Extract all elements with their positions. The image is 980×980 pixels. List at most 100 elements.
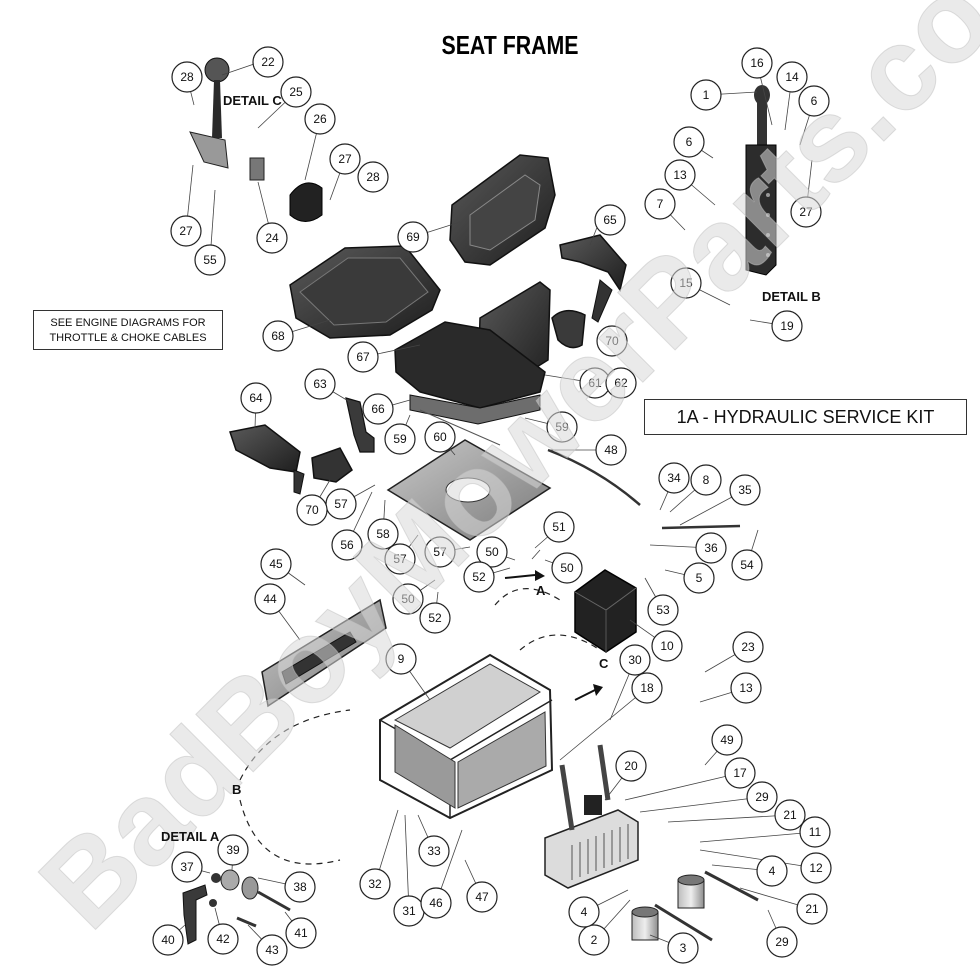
- view-letter-a: A: [536, 583, 546, 598]
- callout-70: 70: [596, 325, 628, 357]
- callout-15: 15: [670, 267, 702, 299]
- callout-25: 25: [280, 76, 312, 108]
- callout-number: 20: [624, 759, 638, 773]
- arrow-c: [574, 684, 603, 701]
- callout-number: 70: [605, 334, 619, 348]
- callout-17: 17: [724, 757, 756, 789]
- seat-cushion-part: [289, 245, 441, 339]
- callout-68: 68: [262, 320, 294, 352]
- callout-number: 49: [720, 733, 734, 747]
- cable-parts: [547, 448, 741, 530]
- callout-number: 23: [741, 640, 755, 654]
- callout-66: 66: [362, 393, 394, 425]
- callout-56: 56: [331, 529, 363, 561]
- callout-number: 5: [696, 571, 703, 585]
- callout-number: 2: [591, 933, 598, 947]
- callout-number: 28: [366, 170, 380, 184]
- callout-38: 38: [284, 871, 316, 903]
- engine-note: SEE ENGINE DIAGRAMS FOR THROTTLE & CHOKE…: [33, 310, 223, 350]
- callout-29: 29: [746, 781, 778, 813]
- callout-number: 7: [657, 197, 664, 211]
- callout-number: 31: [402, 904, 416, 918]
- callout-36: 36: [695, 532, 727, 564]
- callout-33: 33: [418, 835, 450, 867]
- callout-57: 57: [325, 488, 357, 520]
- main-frame-part: [379, 653, 554, 820]
- callout-number: 66: [371, 402, 385, 416]
- callout-59: 59: [384, 423, 416, 455]
- callout-52: 52: [463, 561, 495, 593]
- callout-30: 30: [619, 644, 651, 676]
- callout-number: 57: [433, 545, 447, 559]
- callout-number: 58: [376, 527, 390, 541]
- callout-number: 59: [555, 420, 569, 434]
- callout-34: 34: [658, 462, 690, 494]
- callout-number: 29: [755, 790, 769, 804]
- callout-number: 35: [738, 483, 752, 497]
- adjust-lever-part: [345, 397, 375, 453]
- callout-number: 45: [269, 557, 283, 571]
- callout-number: 61: [588, 376, 602, 390]
- callout-number: 15: [679, 276, 693, 290]
- callout-number: 43: [265, 943, 279, 957]
- callout-52: 52: [419, 602, 451, 634]
- callout-57: 57: [384, 543, 416, 575]
- callout-5: 5: [683, 562, 715, 594]
- watermark-text: BadBoyMowerParts.com: [15, 0, 980, 953]
- callout-number: 27: [799, 205, 813, 219]
- callout-49: 49: [711, 724, 743, 756]
- callout-44: 44: [254, 583, 286, 615]
- callout-53: 53: [647, 594, 679, 626]
- callout-number: 60: [433, 430, 447, 444]
- seat-back-part: [449, 154, 556, 266]
- callout-69: 69: [397, 221, 429, 253]
- callout-number: 3: [680, 941, 687, 955]
- callout-63: 63: [304, 368, 336, 400]
- callout-16: 16: [741, 47, 773, 79]
- callout-number: 10: [660, 639, 674, 653]
- callout-number: 42: [216, 932, 230, 946]
- view-letter-b: B: [232, 782, 242, 797]
- callout-10: 10: [651, 630, 683, 662]
- callout-62: 62: [605, 367, 637, 399]
- callout-number: 1: [703, 88, 710, 102]
- callout-number: 21: [805, 902, 819, 916]
- callout-32: 32: [359, 868, 391, 900]
- page-title: SEAT FRAME: [441, 30, 579, 60]
- callout-55: 55: [194, 244, 226, 276]
- callout-number: 29: [775, 935, 789, 949]
- callout-46: 46: [420, 887, 452, 919]
- callout-number: 52: [428, 611, 442, 625]
- callout-number: 39: [226, 843, 240, 857]
- seat-assembly-part: [394, 281, 551, 425]
- lever-assembly-part: [745, 85, 777, 276]
- view-letter-c: C: [599, 656, 609, 671]
- callout-number: 28: [180, 70, 194, 84]
- callout-number: 4: [581, 905, 588, 919]
- side-plate-part: [261, 598, 387, 708]
- callout-number: 47: [475, 890, 489, 904]
- callout-number: 27: [338, 152, 352, 166]
- callout-13: 13: [730, 672, 762, 704]
- callout-26: 26: [304, 103, 336, 135]
- callout-number: 14: [785, 70, 799, 84]
- callout-number: 12: [809, 861, 823, 875]
- callout-48: 48: [595, 434, 627, 466]
- callout-number: 40: [161, 933, 175, 947]
- callout-28: 28: [357, 161, 389, 193]
- callout-number: 38: [293, 880, 307, 894]
- callout-1: 1: [690, 79, 722, 111]
- callout-number: 41: [294, 926, 308, 940]
- callout-67: 67: [347, 341, 379, 373]
- callout-60: 60: [424, 421, 456, 453]
- callout-64: 64: [240, 382, 272, 414]
- callout-number: 52: [472, 570, 486, 584]
- callout-19: 19: [771, 310, 803, 342]
- callout-number: 68: [271, 329, 285, 343]
- callout-42: 42: [207, 923, 239, 955]
- callout-43: 43: [256, 934, 288, 966]
- callout-number: 56: [340, 538, 354, 552]
- callout-number: 51: [552, 520, 566, 534]
- callout-27: 27: [170, 215, 202, 247]
- callout-29: 29: [766, 926, 798, 958]
